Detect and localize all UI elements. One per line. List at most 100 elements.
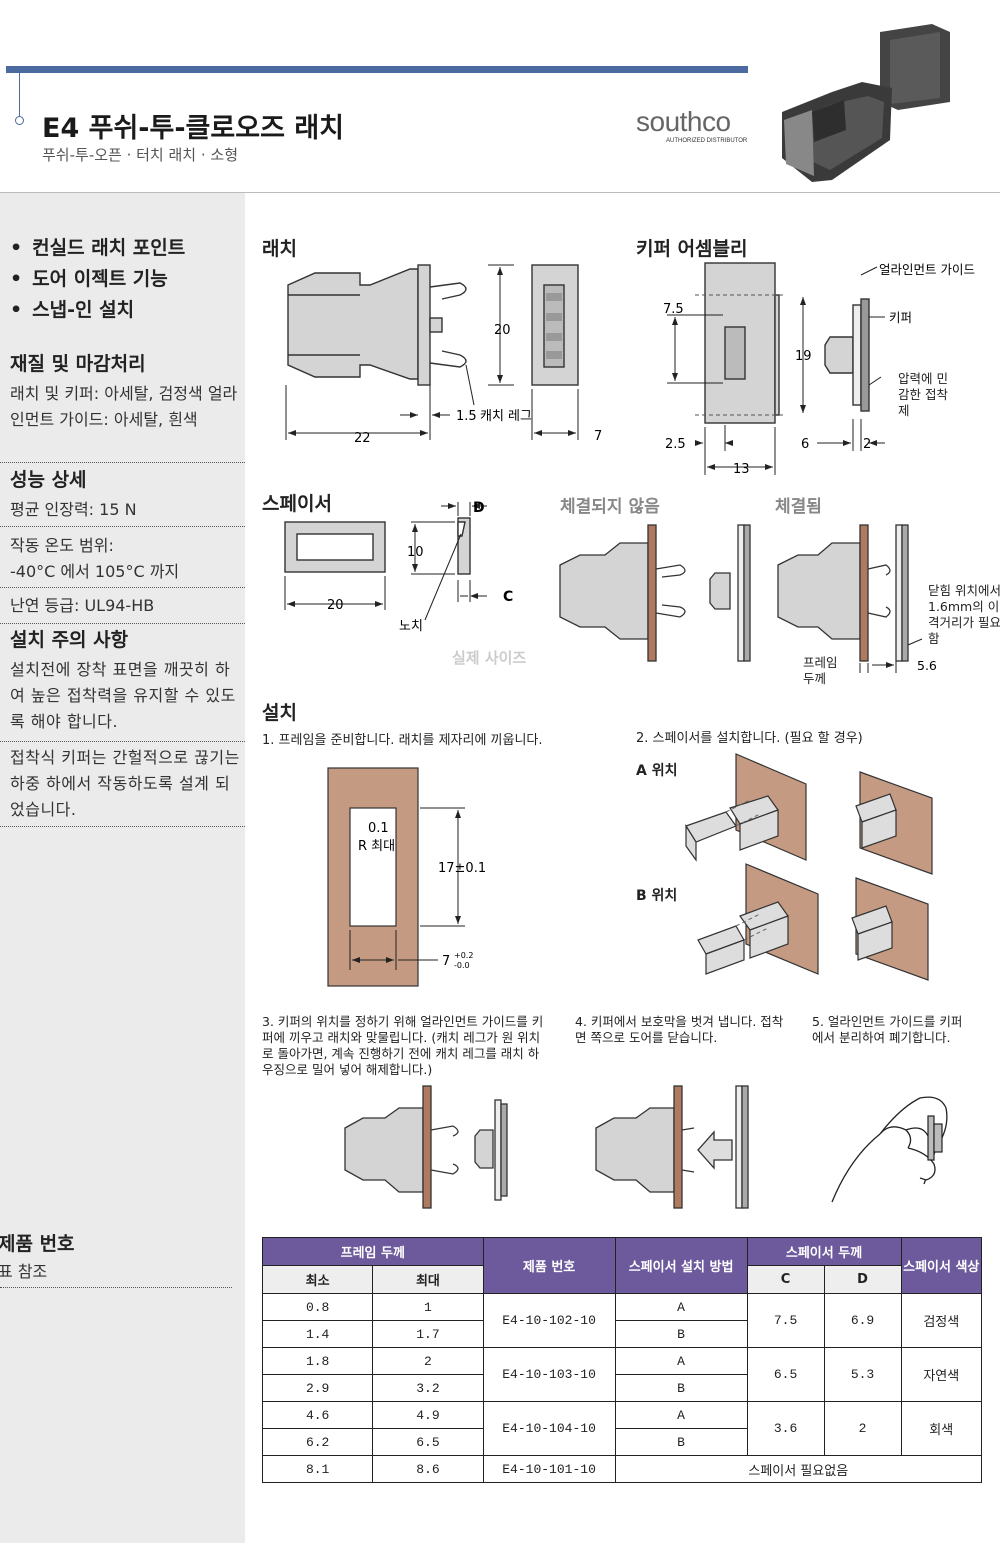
cell-max: 4.9 (372, 1401, 484, 1429)
feature-item: 컨실드 래치 포인트 (10, 233, 185, 264)
cell-method: B (614, 1374, 748, 1402)
product-photo (782, 24, 950, 182)
th-part-number: 제품 번호 (482, 1237, 616, 1294)
dim-2-5: 2.5 (665, 437, 686, 452)
performance-title: 성능 상세 (10, 469, 87, 491)
position-b-label: B 위치 (636, 888, 678, 904)
cell-max: 1 (372, 1293, 484, 1321)
notch-label: 노치 (399, 619, 423, 634)
dim-6: 6 (801, 437, 809, 452)
step-1-text: 1. 프레임을 준비합니다. 래치를 제자리에 끼웁니다. (262, 733, 543, 748)
table-row: 2.9 3.2 B (261, 1374, 982, 1402)
page-title: E4 푸쉬-투-클로오즈 래치 (42, 113, 345, 144)
dim-17: 17±0.1 (438, 861, 486, 876)
latch-heading: 래치 (262, 238, 297, 260)
tol-plus: +0.2 (454, 951, 473, 960)
position-a-label: A 위치 (636, 763, 678, 779)
pull-force: 평균 인장력: 15 N (10, 500, 137, 519)
cell-d: 2 (823, 1401, 902, 1456)
step-4-text: 4. 키퍼에서 보호막을 벗겨 냅니다. 접착 면 쪽으로 도어를 닫습니다. (575, 1014, 784, 1045)
th-frame-thickness: 프레임 두께 (262, 1237, 484, 1266)
spacer-drawing: 20 10 D C 노치 (284, 500, 513, 634)
cell-method: A (614, 1293, 748, 1321)
cell-min: 2.9 (261, 1374, 374, 1402)
cell-part: E4-10-101-10 (482, 1455, 616, 1483)
cell-method: A (614, 1401, 748, 1429)
dim-7-cutout: 7 (442, 954, 450, 969)
cell-d: 6.9 (823, 1293, 902, 1348)
cell-c: 6.5 (746, 1347, 825, 1402)
th-c: C (746, 1265, 825, 1294)
dim-20: 20 (494, 323, 511, 338)
caution-text-1: 설치전에 장착 표면을 깨끗히 하여 높은 접착력을 유지할 수 있도록 해야 … (10, 660, 236, 731)
logo-tagline: AUTHORIZED DISTRIBUTOR (666, 138, 748, 144)
table-row: 4.6 4.9 E4-10-104-10 A 3.6 2 회색 (261, 1401, 983, 1456)
table-row: 0.8 1 E4-10-102-10 A 7.5 6.9 검정색 (261, 1293, 983, 1348)
th-min: 최소 (261, 1265, 374, 1294)
table-row: 6.2 6.5 B (261, 1428, 982, 1456)
dim-D: D (473, 500, 485, 516)
cell-part: E4-10-103-10 (482, 1347, 616, 1402)
header-accent-dot (15, 116, 24, 125)
dim-C: C (503, 589, 513, 605)
cell-min: 6.2 (261, 1428, 374, 1456)
latching-drawing: 5.6 (559, 524, 937, 673)
keeper-label: 키퍼 (889, 310, 912, 325)
dim-5-6: 5.6 (917, 658, 937, 673)
cell-max: 3.2 (372, 1374, 484, 1402)
table-row: 1.4 1.7 B (261, 1320, 982, 1348)
cell-method: B (614, 1320, 748, 1348)
cell-min: 1.4 (261, 1320, 374, 1348)
dim-1-5: 1.5 (456, 409, 477, 424)
divider (0, 623, 245, 624)
cell-d: 5.3 (823, 1347, 902, 1402)
cell-max: 2 (372, 1347, 484, 1375)
material-section: 재질 및 마감처리 래치 및 키퍼: 아세탈, 검정색 얼라인먼트 가이드: 아… (10, 351, 245, 433)
cell-color: 회색 (900, 1401, 983, 1456)
feature-item: 스냅-인 설치 (10, 295, 185, 326)
r-max-label: R 최대 (358, 839, 395, 854)
material-text: 래치 및 키퍼: 아세탈, 검정색 얼라인먼트 가이드: 아세탈, 흰색 (10, 384, 238, 429)
cell-max: 8.6 (372, 1455, 484, 1483)
dim-20-spacer: 20 (327, 598, 344, 613)
cell-min: 1.8 (261, 1347, 374, 1375)
page-subtitle: 푸쉬-투-오픈 · 터치 래치 · 소형 (42, 146, 239, 164)
cell-part: E4-10-102-10 (482, 1293, 616, 1348)
tol-minus: -0.0 (454, 961, 470, 970)
catch-leg-label: 캐치 레그 (480, 409, 532, 424)
caution-title: 설치 주의 사항 (10, 629, 129, 651)
dim-0-1: 0.1 (368, 821, 389, 836)
flammability-rating: 난연 등급: UL94-HB (10, 596, 155, 615)
align-guide-label: 얼라인먼트 가이드 (879, 262, 975, 277)
frame-thickness-label: 프레임 두께 (803, 655, 838, 686)
part-number-title: 제품 번호 (0, 1233, 75, 1255)
actual-size-watermark: 실제 사이즈 (452, 649, 527, 667)
latch-drawing: 22 20 1.5 캐치 레그 7 (285, 264, 602, 446)
install-heading: 설치 (262, 702, 297, 724)
southco-logo: southco AUTHORIZED DISTRIBUTOR (636, 106, 747, 144)
divider (0, 587, 245, 588)
part-number-section: 제품 번호 표 참조 (0, 1231, 233, 1285)
th-spacer-color: 스페이서 색상 (900, 1237, 983, 1294)
header-accent-bar (6, 66, 748, 73)
step-4-drawing (595, 1085, 749, 1209)
caution-text-2: 접착식 키퍼는 간헐적으로 끊기는 하중 하에서 작동하도록 설계 되었습니다. (10, 748, 240, 819)
cell-method: A (614, 1347, 748, 1375)
dim-19: 19 (795, 349, 812, 364)
th-d: D (823, 1265, 902, 1294)
performance-section: 성능 상세 평균 인장력: 15 N (10, 467, 245, 523)
divider (0, 826, 245, 827)
step-3-drawing (344, 1085, 508, 1209)
dim-2: 2 (863, 437, 871, 452)
cell-c: 3.6 (746, 1401, 825, 1456)
logo-wordmark: southco (636, 106, 731, 137)
step-3-text: 3. 키퍼의 위치를 정하기 위해 얼라인먼트 가이드를 키퍼에 끼우고 래치와… (262, 1014, 544, 1077)
cell-min: 8.1 (261, 1455, 374, 1483)
dim-22: 22 (354, 431, 371, 446)
cell-max: 6.5 (372, 1428, 484, 1456)
cell-max: 1.7 (372, 1320, 484, 1348)
th-spacer-thickness: 스페이서 두께 (746, 1237, 902, 1266)
page-header: E4 푸쉬-투-클로오즈 래치 푸쉬-투-오픈 · 터치 래치 · 소형 sou… (0, 0, 1000, 193)
dim-10: 10 (407, 545, 424, 560)
cell-color: 자연색 (900, 1347, 983, 1402)
